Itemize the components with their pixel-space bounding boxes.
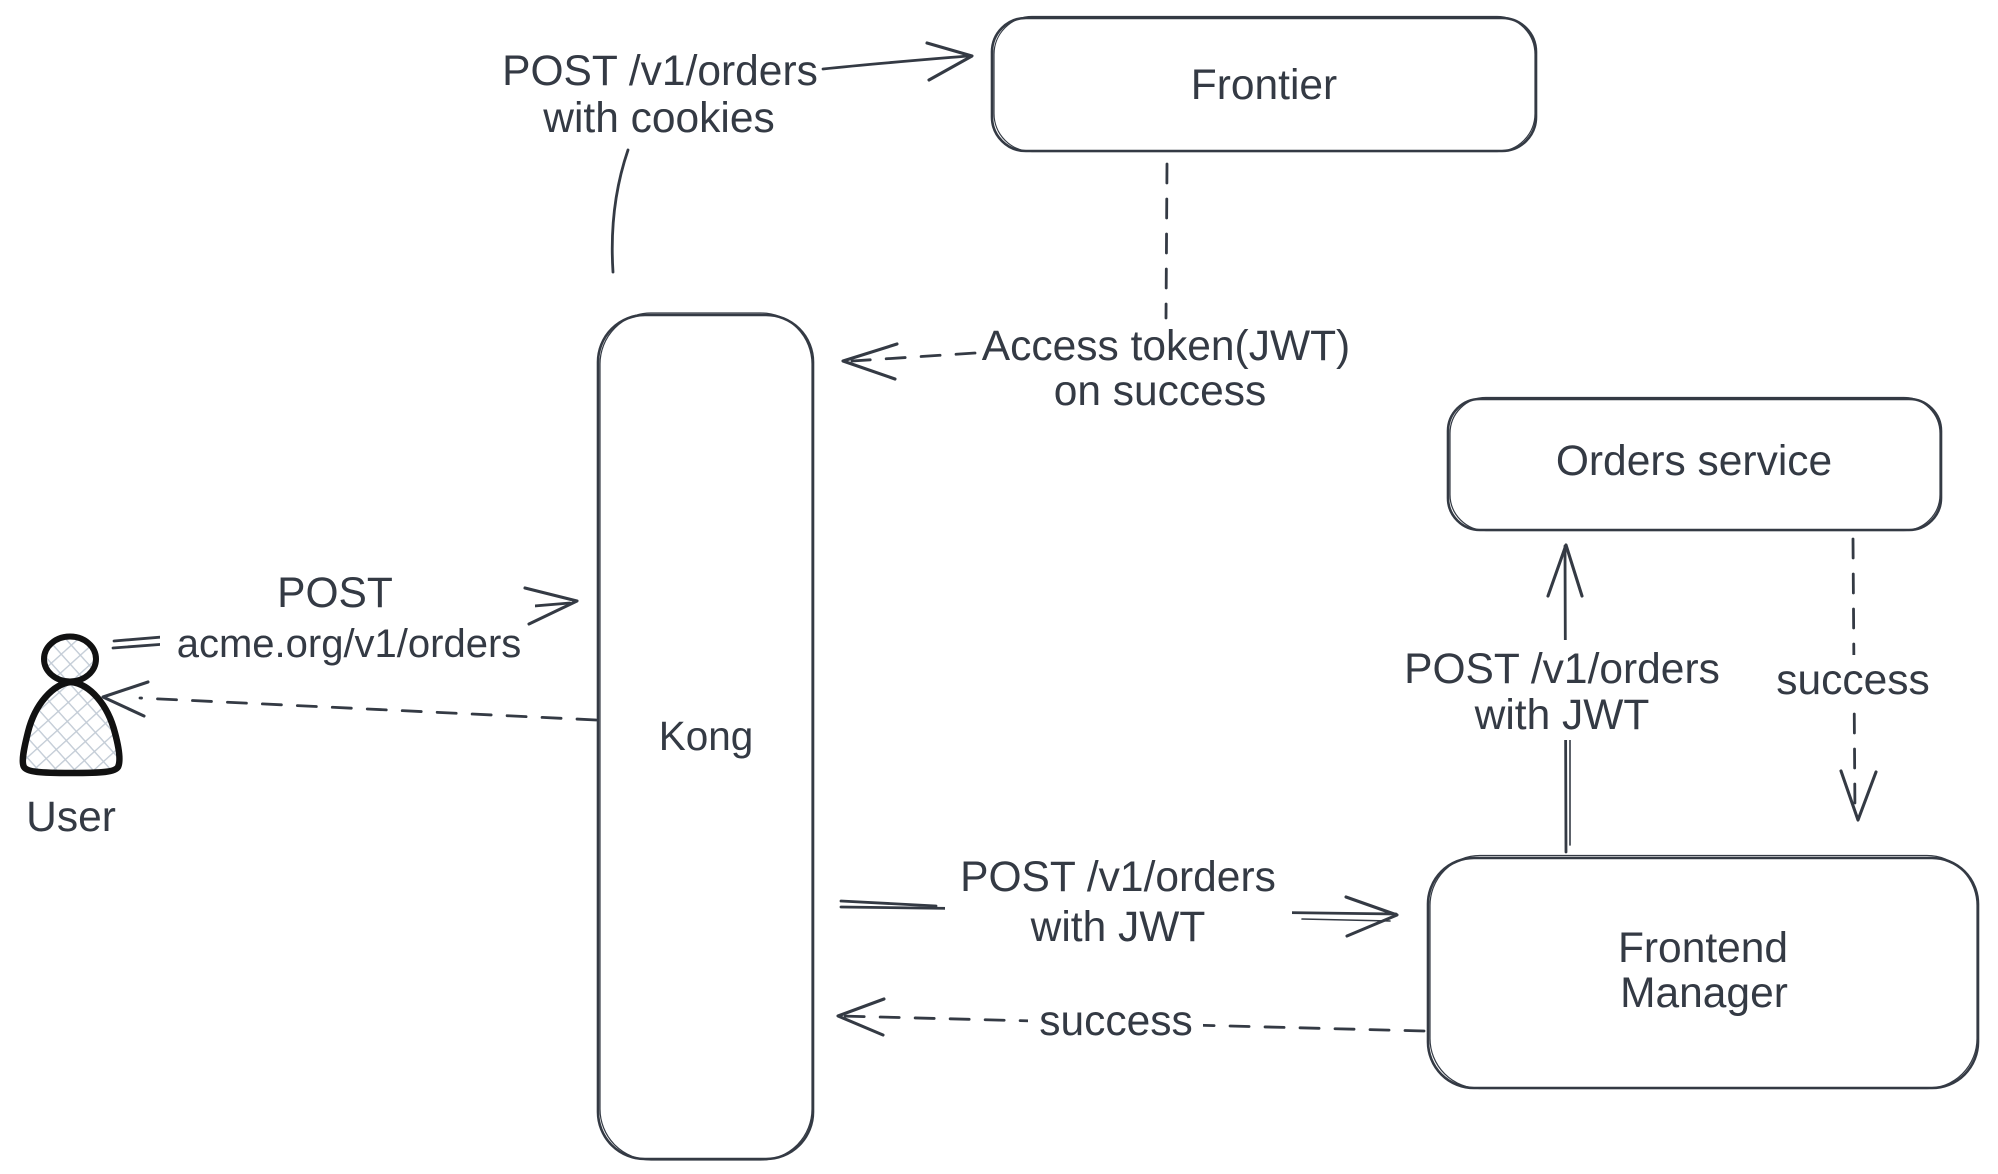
svg-text:Access token(JWT): Access token(JWT) [982, 323, 1350, 370]
svg-text:POST /v1/orders: POST /v1/orders [960, 854, 1276, 901]
svg-text:Frontier: Frontier [1191, 62, 1337, 109]
svg-text:Manager: Manager [1620, 970, 1788, 1017]
svg-text:success: success [1039, 998, 1193, 1045]
svg-text:with JWT: with JWT [1030, 904, 1206, 951]
svg-text:Frontend: Frontend [1618, 925, 1788, 972]
svg-text:with cookies: with cookies [542, 95, 775, 142]
svg-text:User: User [26, 794, 116, 841]
svg-text:POST /v1/orders: POST /v1/orders [1404, 646, 1720, 693]
svg-text:Orders service: Orders service [1556, 438, 1832, 485]
svg-text:with JWT: with JWT [1474, 692, 1650, 739]
svg-text:Kong: Kong [659, 713, 754, 759]
svg-text:acme.org/v1/orders: acme.org/v1/orders [177, 622, 522, 666]
svg-text:on success: on success [1054, 368, 1267, 415]
svg-text:POST /v1/orders: POST /v1/orders [502, 48, 818, 95]
svg-text:success: success [1776, 657, 1930, 704]
svg-text:POST: POST [277, 570, 393, 617]
